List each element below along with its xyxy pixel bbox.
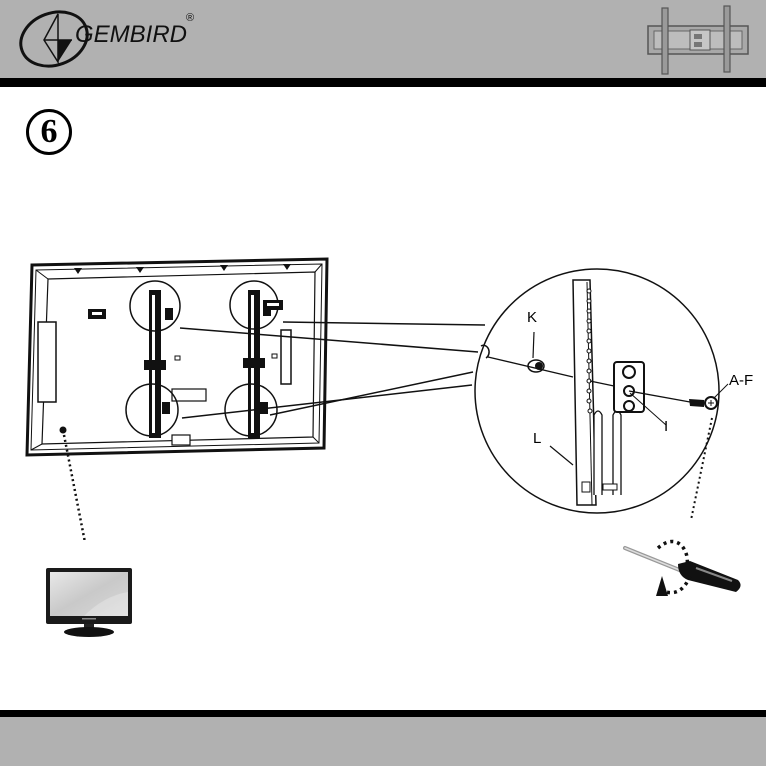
lcd-monitor-icon bbox=[44, 566, 134, 640]
screwdriver-rotate-icon bbox=[620, 536, 745, 606]
tv-wall-mount-bracket-icon bbox=[646, 4, 750, 76]
page-header: GEMBIRD ® bbox=[0, 0, 766, 78]
label-screws: A-F bbox=[729, 372, 753, 389]
mounting-diagram bbox=[0, 240, 766, 540]
label-spacer: K bbox=[527, 309, 537, 326]
brand-name: GEMBIRD bbox=[75, 21, 187, 49]
label-washer-plate: I bbox=[664, 418, 668, 435]
label-bracket-arm: L bbox=[533, 430, 541, 447]
registered-mark: ® bbox=[186, 12, 194, 24]
header-divider bbox=[0, 78, 766, 87]
page-footer bbox=[0, 717, 766, 766]
footer-divider bbox=[0, 710, 766, 717]
tv-back-with-brackets-icon bbox=[27, 259, 327, 455]
step-number-badge: 6 bbox=[26, 109, 72, 155]
magnified-detail-circle-icon bbox=[475, 269, 728, 513]
